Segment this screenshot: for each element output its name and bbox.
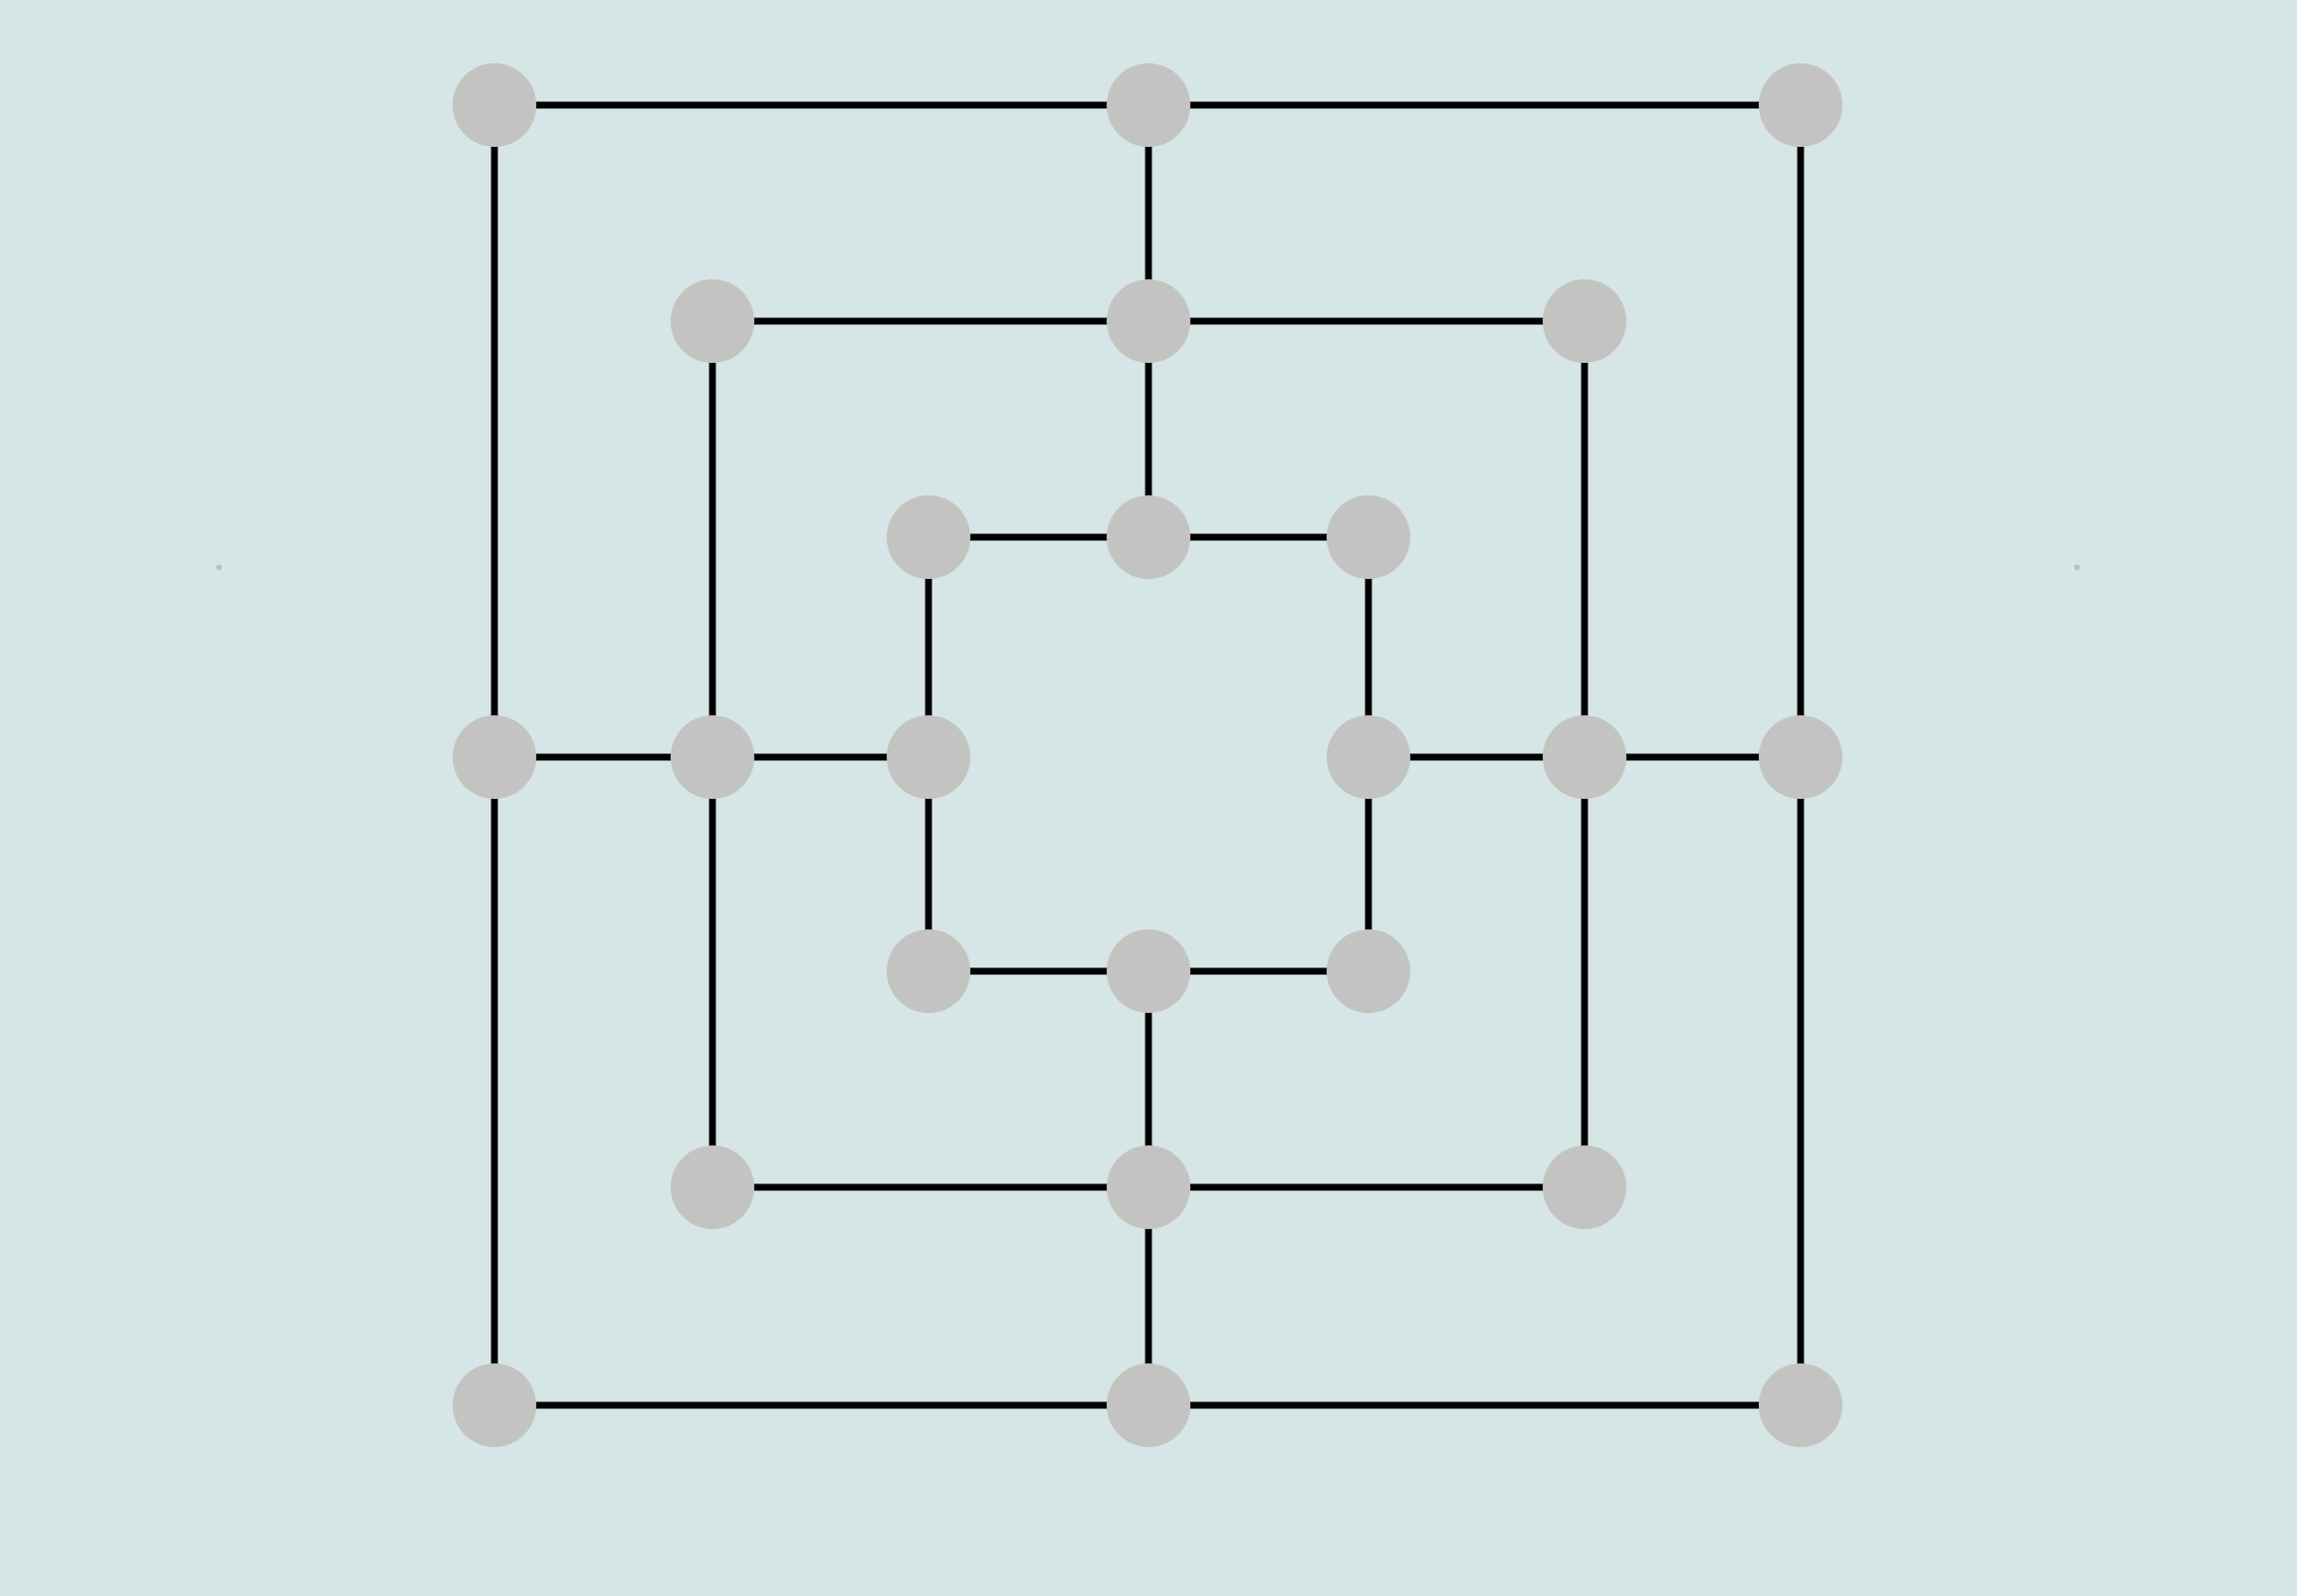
board-point-e4[interactable] [1327,715,1410,799]
board-point-g4[interactable] [1759,715,1842,799]
board-point-d6[interactable] [1107,279,1190,363]
board-point-b2[interactable] [671,1145,754,1229]
board-point-b6[interactable] [671,279,754,363]
board-point-d5[interactable] [1107,495,1190,579]
left-marker-dot [216,564,222,570]
right-marker-dot [2074,564,2080,570]
board-point-a4[interactable] [453,715,536,799]
board-point-f6[interactable] [1543,279,1626,363]
board-point-a1[interactable] [453,1363,536,1447]
board-point-g7[interactable] [1759,63,1842,147]
board-point-d3[interactable] [1107,929,1190,1013]
board-point-f2[interactable] [1543,1145,1626,1229]
board-point-a7[interactable] [453,63,536,147]
board-point-c4[interactable] [887,715,970,799]
board-point-f4[interactable] [1543,715,1626,799]
board-point-g1[interactable] [1759,1363,1842,1447]
board-point-d1[interactable] [1107,1363,1190,1447]
board-point-d7[interactable] [1107,63,1190,147]
board-point-e3[interactable] [1327,929,1410,1013]
board-point-c5[interactable] [887,495,970,579]
board-points [453,63,1842,1447]
board-point-d2[interactable] [1107,1145,1190,1229]
board-point-e5[interactable] [1327,495,1410,579]
board-point-c3[interactable] [887,929,970,1013]
board-point-b4[interactable] [671,715,754,799]
